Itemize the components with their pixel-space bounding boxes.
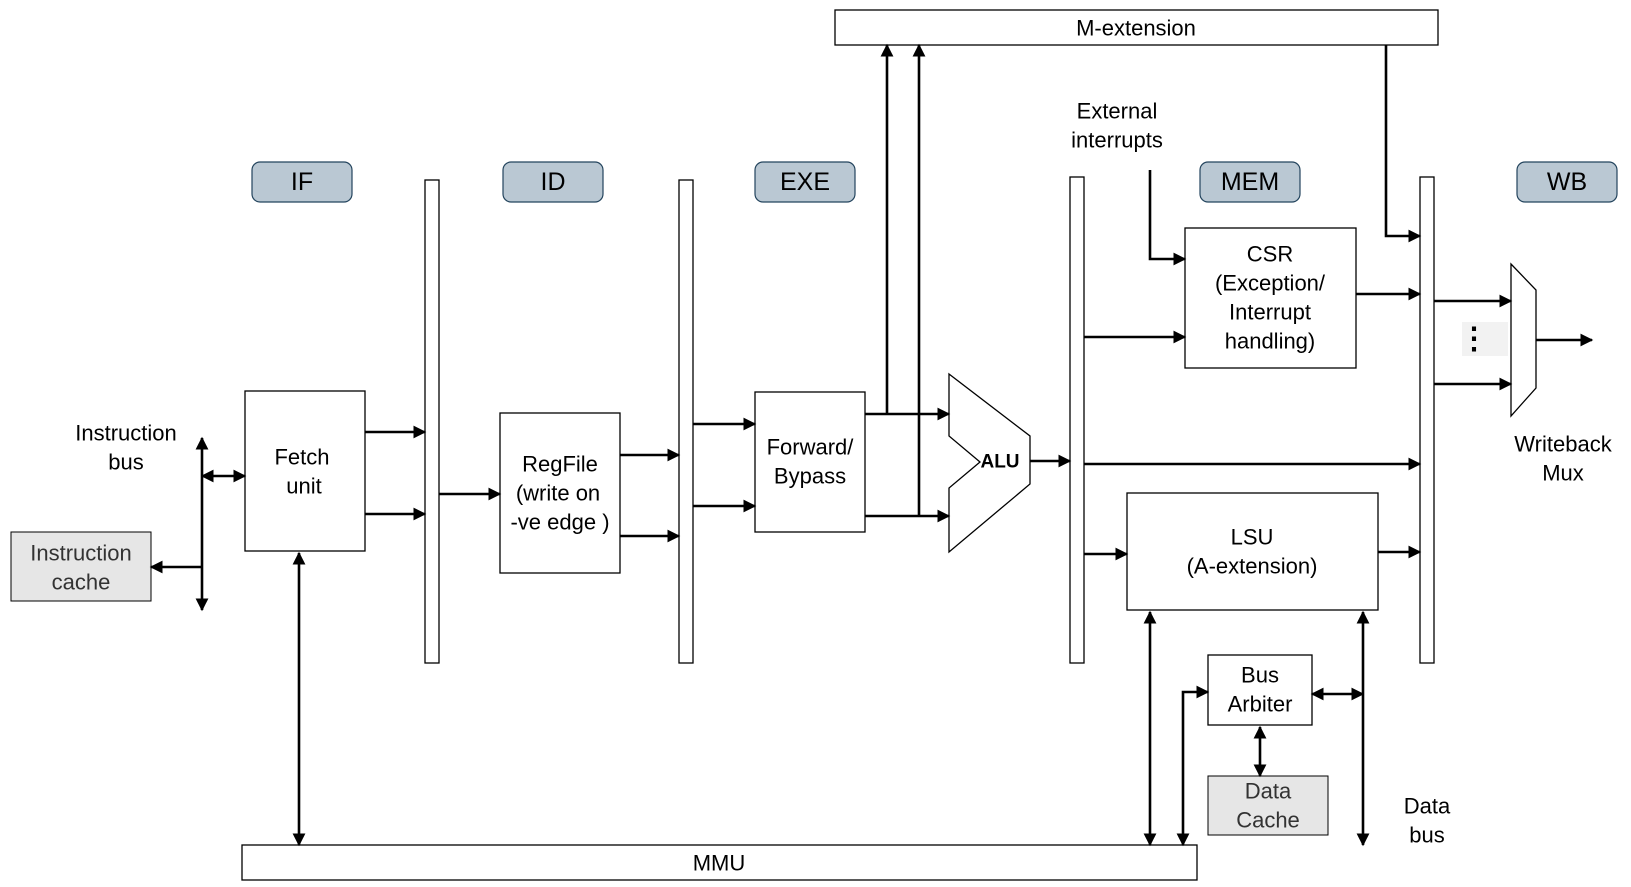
stage-label-exe: EXE: [754, 161, 856, 203]
svg-text:handling): handling): [1225, 329, 1316, 354]
stage-label-wb: WB: [1516, 161, 1618, 203]
svg-text:cache: cache: [52, 570, 111, 595]
alu-block: ALU: [948, 372, 1031, 554]
writeback-mux-label: Writeback Mux: [1514, 432, 1612, 486]
svg-text:CSR: CSR: [1247, 242, 1293, 267]
svg-text:M-extension: M-extension: [1076, 16, 1196, 41]
data-bus-label: Data bus: [1404, 794, 1451, 848]
svg-text:Writeback: Writeback: [1514, 432, 1612, 457]
svg-text:RegFile: RegFile: [522, 452, 598, 477]
svg-text:Interrupt: Interrupt: [1229, 300, 1311, 325]
svg-text:MEM: MEM: [1221, 168, 1279, 196]
svg-text:Bus: Bus: [1241, 663, 1279, 688]
svg-text:IF: IF: [291, 168, 313, 196]
lsu-block: LSU (A-extension): [1126, 492, 1379, 611]
pipeline-register-id-exe: [678, 179, 694, 664]
svg-text:Instruction: Instruction: [30, 541, 132, 566]
data-cache-block: Data Cache: [1207, 775, 1329, 836]
csr-block: CSR (Exception/ Interrupt handling): [1184, 227, 1357, 369]
svg-text:Cache: Cache: [1236, 808, 1300, 833]
svg-text:bus: bus: [1409, 823, 1444, 848]
pipeline-register-exe-mem: [1069, 176, 1085, 664]
svg-text:(A-extension): (A-extension): [1187, 554, 1318, 579]
svg-text:(write on: (write on: [516, 481, 600, 506]
m-extension-block: M-extension: [834, 9, 1439, 46]
svg-text:bus: bus: [108, 450, 143, 475]
svg-text:Instruction: Instruction: [75, 421, 177, 446]
svg-text:LSU: LSU: [1231, 525, 1274, 550]
instruction-bus-label: Instruction bus: [75, 421, 177, 475]
svg-text:EXE: EXE: [780, 168, 830, 196]
svg-text:-ve edge ): -ve edge ): [510, 510, 609, 535]
svg-text:MMU: MMU: [693, 851, 746, 876]
forward-bypass-block: Forward/ Bypass: [754, 391, 866, 533]
svg-text:Data: Data: [1245, 779, 1292, 804]
bus-arbiter-block: Bus Arbiter: [1207, 654, 1313, 726]
stage-label-if: IF: [251, 161, 353, 203]
svg-text:unit: unit: [286, 474, 321, 499]
svg-text:Mux: Mux: [1542, 461, 1584, 486]
svg-text:ALU: ALU: [980, 452, 1019, 473]
mux-dots-icon: ⋮: [1459, 323, 1489, 356]
stage-label-mem: MEM: [1199, 161, 1301, 203]
svg-text:Fetch: Fetch: [274, 445, 329, 470]
svg-text:(Exception/: (Exception/: [1215, 271, 1326, 296]
mmu-block: MMU: [241, 844, 1198, 881]
writeback-mux: ⋮: [1459, 262, 1537, 418]
regfile-block: RegFile (write on -ve edge ): [499, 412, 621, 574]
svg-text:ID: ID: [541, 168, 566, 196]
pipeline-register-if-id: [424, 179, 440, 664]
svg-text:Data: Data: [1404, 794, 1451, 819]
external-interrupts-label: External interrupts: [1071, 99, 1163, 153]
svg-text:WB: WB: [1547, 168, 1587, 196]
svg-text:External: External: [1077, 99, 1158, 124]
instruction-cache-block: Instruction cache: [10, 531, 152, 602]
pipeline-register-mem-wb: [1419, 176, 1435, 664]
svg-text:Bypass: Bypass: [774, 464, 846, 489]
svg-text:Arbiter: Arbiter: [1228, 692, 1293, 717]
stage-label-id: ID: [502, 161, 604, 203]
svg-text:interrupts: interrupts: [1071, 128, 1163, 153]
svg-text:Forward/: Forward/: [767, 435, 855, 460]
fetch-unit-block: Fetch unit: [244, 390, 366, 552]
connection-wires: [149, 43, 1594, 847]
